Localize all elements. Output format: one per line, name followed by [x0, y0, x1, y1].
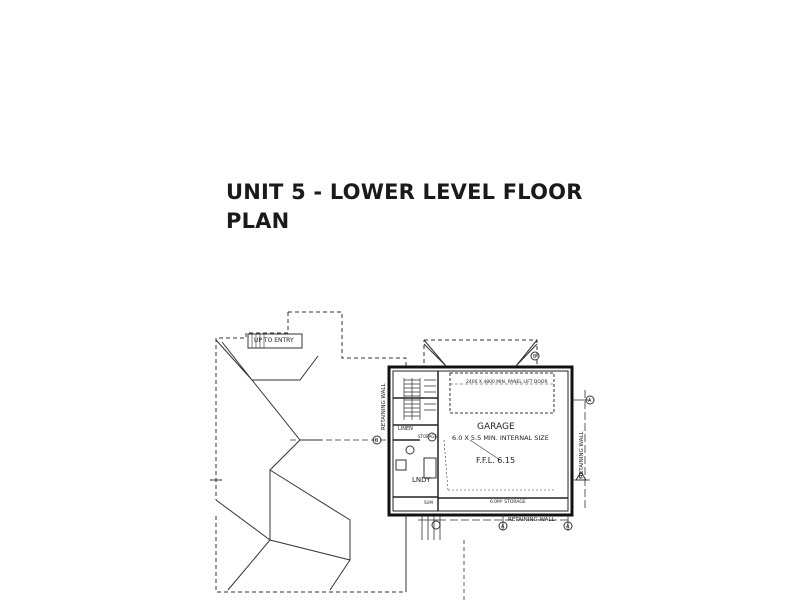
- garage-roof-hip: [423, 339, 538, 367]
- grid-marker-1: [530, 351, 540, 361]
- section-marker-letter: C: [579, 475, 583, 481]
- up-to-entry-label: UP TO ENTRY: [254, 337, 294, 344]
- interior-walls: [393, 371, 568, 511]
- plan-title: UNIT 5 - LOWER LEVEL FLOOR PLAN: [226, 178, 583, 236]
- panel-lift-door-label: 2400 X 4800 MIN. PANEL LIFT DOOR: [466, 379, 548, 385]
- stair-treads: [403, 378, 436, 420]
- entry-stair: [247, 333, 303, 349]
- garage-size-label: 6.0 X 5.5 MIN. INTERNAL SIZE: [452, 434, 549, 442]
- roof-outline-top: [406, 339, 538, 367]
- grid-marker-3: [585, 395, 595, 405]
- car-outline: [443, 439, 556, 491]
- plan-title-line-1: UNIT 5 - LOWER LEVEL FLOOR: [226, 180, 583, 204]
- grid-marker-4: [563, 521, 573, 531]
- grid-marker-letter: B: [375, 438, 379, 444]
- lower-entry-steps: [418, 516, 446, 540]
- grid-marker-letter: A: [501, 524, 505, 530]
- laundry-label: LNDY: [412, 476, 431, 484]
- grid-marker-letter: B: [533, 354, 537, 360]
- washer: [405, 445, 415, 455]
- grid-marker-letter: A: [566, 524, 570, 530]
- stair-note-label: SUM: [424, 500, 433, 505]
- retaining-wall-bottom-label: RETAINING WALL: [508, 517, 555, 523]
- roof-outline-left: [215, 338, 407, 593]
- roof-outline: [215, 311, 407, 500]
- linen-label: LINEN: [398, 426, 413, 432]
- panel-lift-door: [449, 372, 555, 414]
- laundry-tub: [395, 459, 407, 471]
- grid-marker-letter: A: [588, 398, 592, 404]
- grid-marker-6: [431, 520, 441, 530]
- grid-marker-2: [372, 435, 382, 445]
- ffl-label: F.F.L. 6.15: [476, 456, 515, 465]
- section-marker: [575, 471, 587, 481]
- storage-label: STORAGE: [418, 434, 438, 439]
- storage-bottom-label: 6.0M² STORAGE: [490, 499, 526, 505]
- garage-label: GARAGE: [477, 422, 515, 432]
- retaining-wall-right-label: RETAINING WALL: [579, 431, 585, 478]
- unit-outer-wall: [387, 365, 574, 517]
- roof-hip-lines: [215, 339, 351, 591]
- plan-title-line-2: PLAN: [226, 209, 290, 233]
- retaining-wall-left-label: RETAINING WALL: [381, 383, 387, 430]
- grid-marker-5: [498, 521, 508, 531]
- grid-marker-7: [427, 432, 437, 442]
